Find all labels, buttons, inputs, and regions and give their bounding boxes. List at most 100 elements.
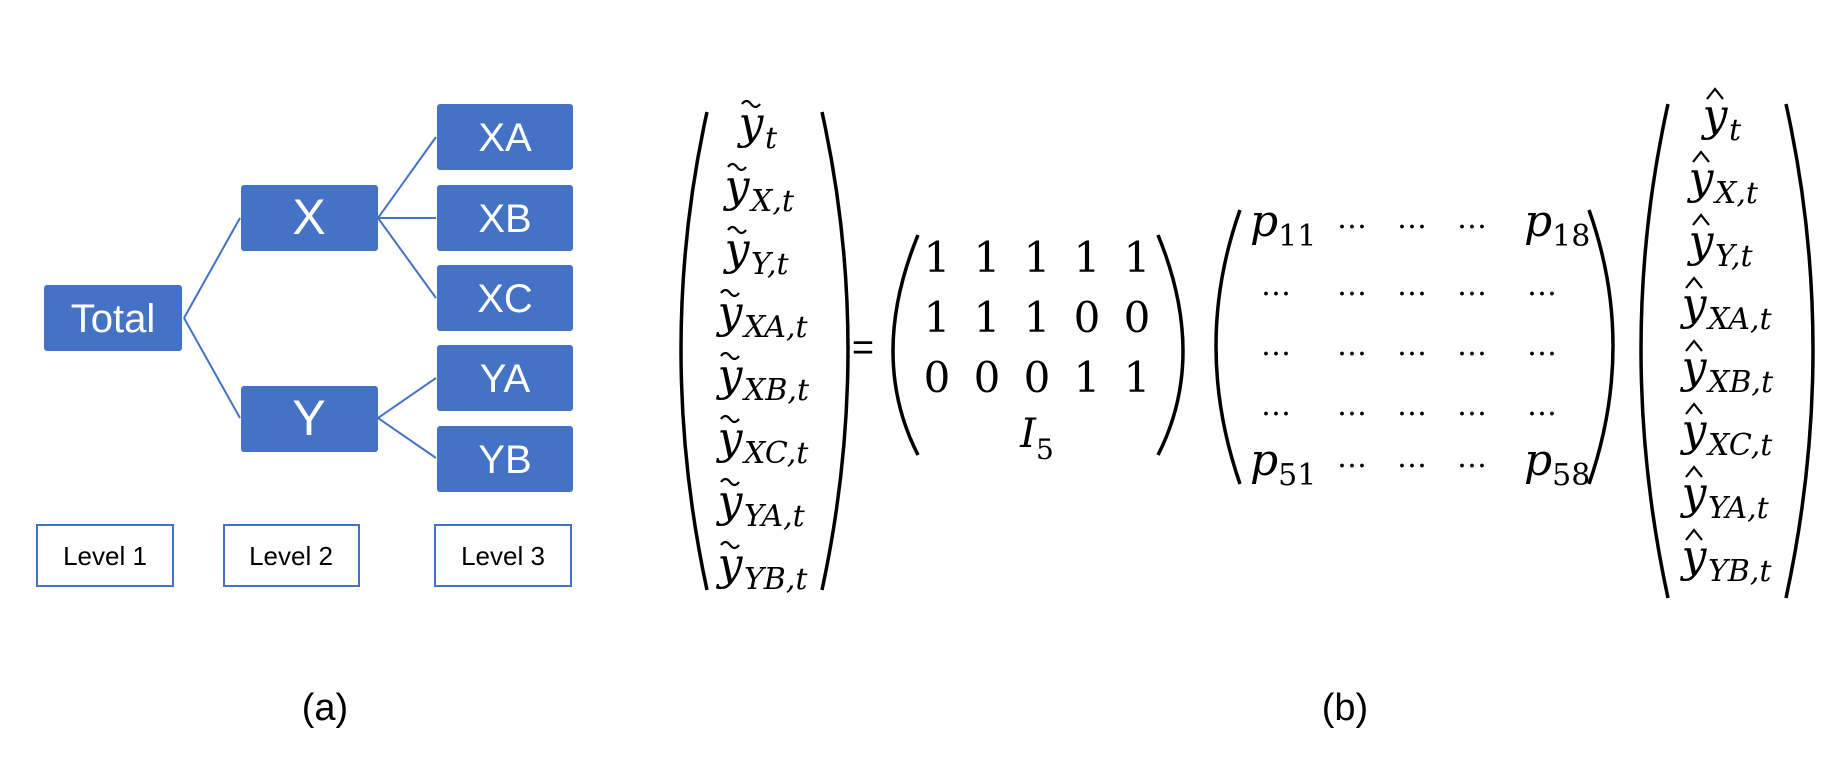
caption-b: (b) <box>1322 687 1368 729</box>
p-element: p51 <box>1250 435 1316 493</box>
node-xa: XA <box>437 104 573 170</box>
lhs-entry-sub: XC,t <box>742 436 809 471</box>
p-ellipsis: … <box>1397 440 1427 475</box>
rhs-entry-sub: X,t <box>1713 176 1759 211</box>
p-entries: p11………p18p51………p58……………………………………… <box>1250 196 1590 493</box>
lhs-tilde-accent <box>720 477 740 487</box>
p-element: p18 <box>1524 196 1590 254</box>
p-ellipsis: … <box>1261 388 1291 423</box>
p-sub: 51 <box>1278 458 1316 493</box>
lhs-entry-sub: Y,t <box>751 247 789 282</box>
caption-a: (a) <box>302 687 348 729</box>
p-right-paren <box>1587 209 1615 485</box>
node-yb-label: YB <box>478 438 531 482</box>
edge-total-x <box>183 217 241 319</box>
lhs-tilde-accent <box>741 99 761 109</box>
node-ya-label: YA <box>480 357 531 401</box>
p-ellipsis: … <box>1527 388 1557 423</box>
node-y-label: Y <box>292 390 325 446</box>
rhs-entry-base: y <box>1680 531 1708 582</box>
rhs-entry-base: y <box>1680 342 1708 393</box>
lhs-entry-base: y <box>716 287 744 338</box>
summing-right-paren <box>1156 234 1185 456</box>
lhs-entry-sub: t <box>765 121 778 156</box>
node-total: Total <box>44 285 182 351</box>
summing-cell: 1 <box>974 233 1001 282</box>
p-ellipsis: … <box>1261 328 1291 363</box>
lhs-tilde-accent <box>727 162 747 172</box>
rhs-entry-base: y <box>1687 153 1715 204</box>
p-ellipsis: … <box>1457 440 1487 475</box>
level-3-text: Level 3 <box>461 541 545 571</box>
summing-cell: 0 <box>924 353 951 402</box>
identity-base: I <box>1019 411 1037 457</box>
edge-y-yb <box>377 417 437 459</box>
summing-cell: 1 <box>1024 293 1051 342</box>
p-ellipsis: … <box>1457 388 1487 423</box>
identity-matrix: I5 <box>1019 411 1054 466</box>
lhs-entry-base: y <box>716 539 744 590</box>
lhs-tilde-accent <box>727 225 747 235</box>
lhs-entry-base: y <box>723 224 751 275</box>
node-yb: YB <box>437 426 573 492</box>
rhs-hat-accent <box>1685 339 1703 352</box>
lhs-entry-base: y <box>716 413 744 464</box>
edge-y-ya <box>377 377 437 419</box>
node-xc: XC <box>437 265 573 331</box>
rhs-entry-base: y <box>1687 216 1715 267</box>
p-ellipsis: … <box>1397 328 1427 363</box>
rhs-hat-accent <box>1685 465 1703 478</box>
rhs-entry-sub: Y,t <box>1715 239 1753 274</box>
p-ellipsis: … <box>1337 328 1367 363</box>
summing-cell: 1 <box>1124 353 1151 402</box>
rhs-hat-accent <box>1685 528 1703 541</box>
level-2-text: Level 2 <box>249 541 333 571</box>
p-base: p <box>1524 196 1552 247</box>
summing-cell: 0 <box>1024 353 1051 402</box>
summing-cell: 1 <box>1074 353 1101 402</box>
summing-cell: 1 <box>974 293 1001 342</box>
lhs-right-paren <box>820 111 850 591</box>
p-ellipsis: … <box>1457 328 1487 363</box>
identity-sub: 5 <box>1036 433 1054 466</box>
rhs-hat-accent <box>1685 276 1703 289</box>
rhs-hat-accent <box>1692 213 1710 226</box>
p-ellipsis: … <box>1337 440 1367 475</box>
p-ellipsis: … <box>1527 328 1557 363</box>
p-ellipsis: … <box>1527 268 1557 303</box>
rhs-entry-sub: XB,t <box>1706 365 1774 400</box>
hierarchy-tree: Total X Y XA XB XC YA YB <box>36 104 573 729</box>
lhs-tilde-accent <box>720 288 740 298</box>
p-element: p58 <box>1524 435 1590 493</box>
rhs-entry-base: y <box>1701 90 1729 141</box>
rhs-entry-base: y <box>1680 468 1708 519</box>
equals-sign: = <box>852 327 874 369</box>
node-y: Y <box>241 386 378 452</box>
p-ellipsis: … <box>1397 268 1427 303</box>
rhs-hat-accent <box>1692 150 1710 163</box>
rhs-entry-sub: XC,t <box>1706 428 1773 463</box>
edge-total-y <box>183 317 241 419</box>
node-x: X <box>241 185 378 251</box>
summing-cell: 0 <box>974 353 1001 402</box>
p-ellipsis: … <box>1337 201 1367 236</box>
lhs-entry-sub: XB,t <box>742 373 810 408</box>
edge-x-xc <box>377 217 437 299</box>
node-xb: XB <box>437 185 573 251</box>
